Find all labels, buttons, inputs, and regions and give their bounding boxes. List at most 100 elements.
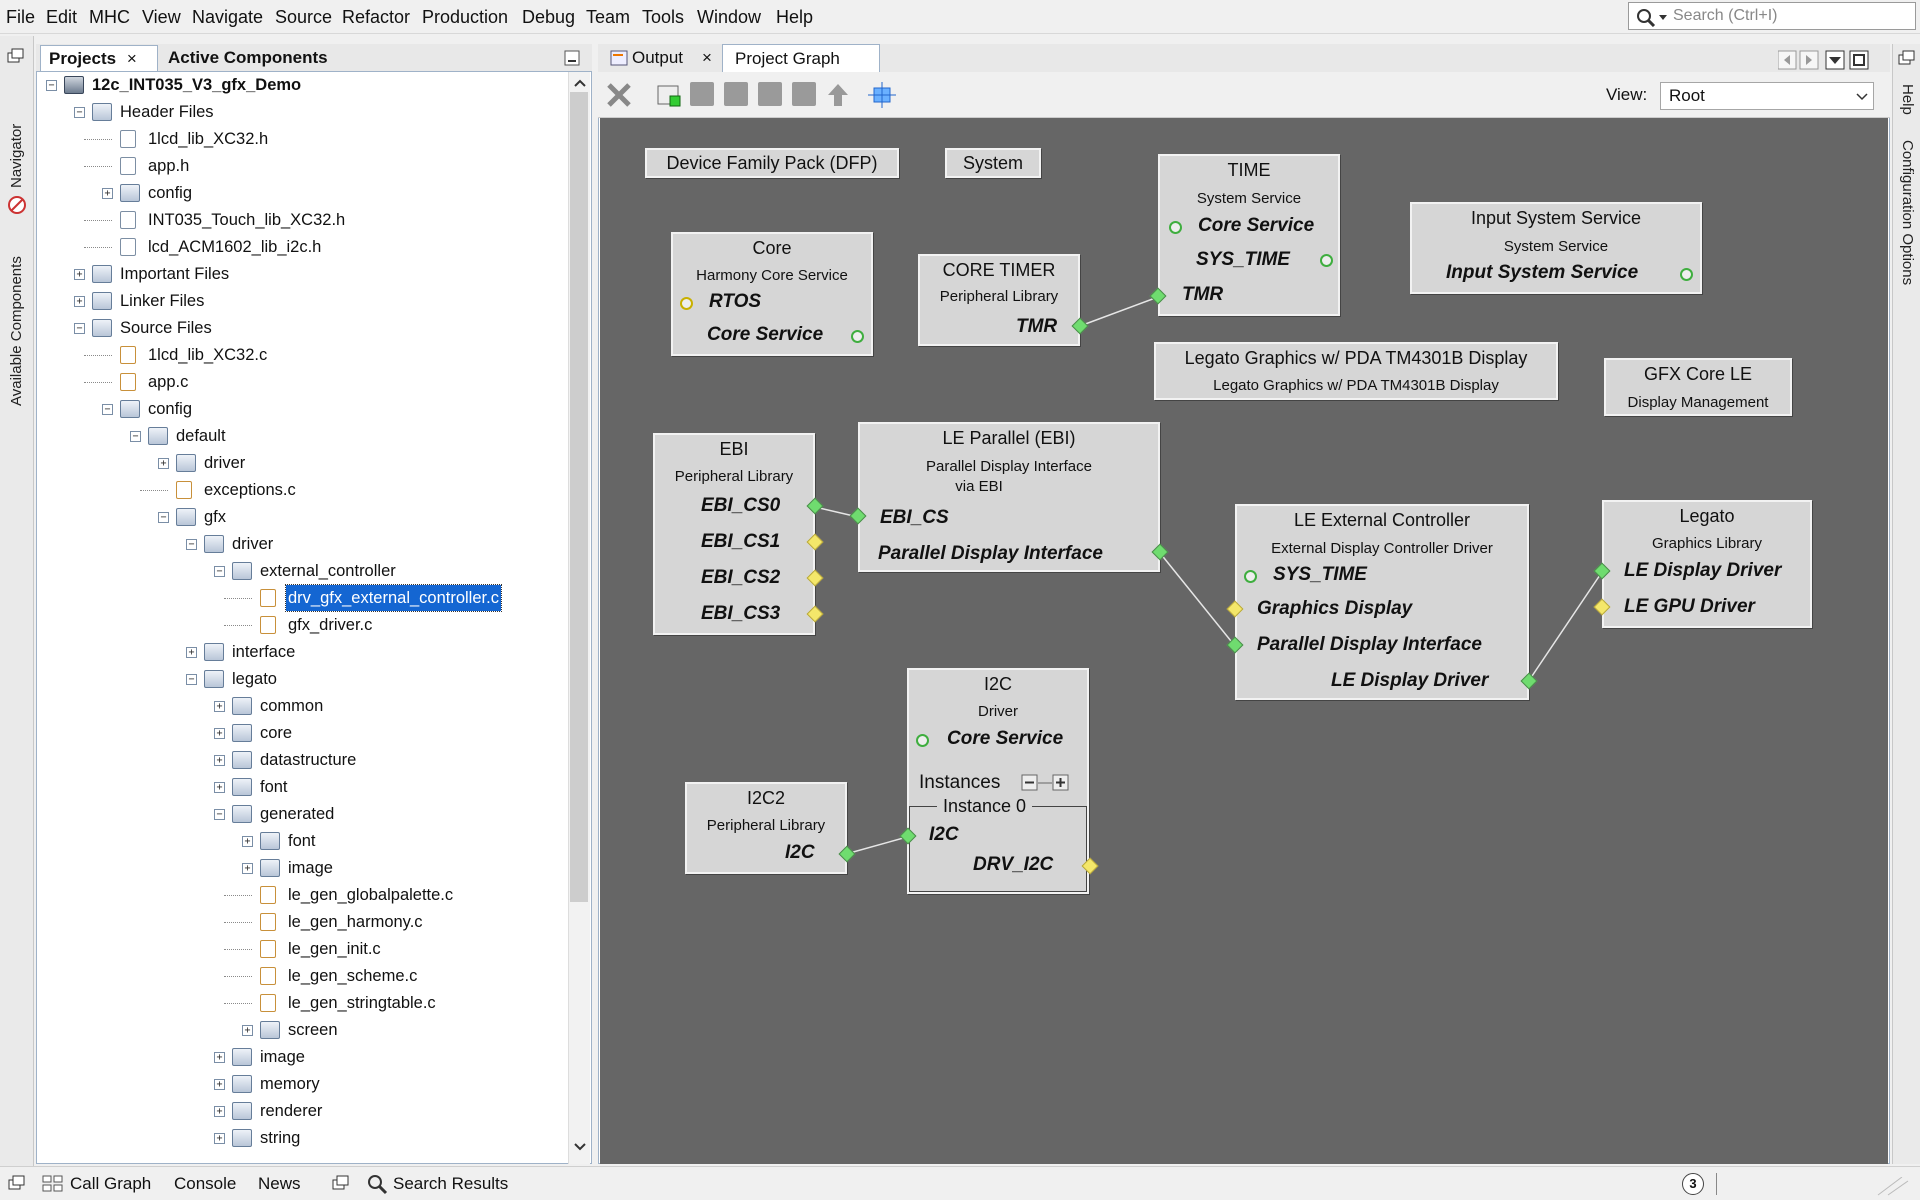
port-dot-sys-time[interactable] [1320, 254, 1333, 267]
collapse-toggle-icon[interactable]: − [186, 539, 197, 550]
menu-file[interactable]: File [6, 7, 36, 27]
tree-item[interactable]: gfx [202, 504, 228, 530]
menu-tools[interactable]: Tools [642, 7, 685, 27]
expand-toggle-icon[interactable]: + [74, 269, 85, 280]
tree-item[interactable]: gfx_driver.c [286, 612, 374, 638]
tab-active-components[interactable]: Active Components [168, 48, 328, 67]
help-tab[interactable]: Help [1899, 84, 1916, 115]
tree-item[interactable]: le_gen_scheme.c [286, 963, 419, 989]
expand-toggle-icon[interactable]: + [214, 1052, 225, 1063]
tab-project-graph[interactable]: Project Graph [722, 44, 880, 72]
tree-item[interactable]: 1lcd_lib_XC32.c [146, 342, 269, 368]
legato-pda-node[interactable]: Legato Graphics w/ PDA TM4301B Display L… [1154, 342, 1558, 400]
remove-instance-icon[interactable] [1021, 774, 1038, 791]
view-select[interactable]: Root [1660, 82, 1874, 110]
call-graph-tab[interactable]: Call Graph [70, 1174, 152, 1193]
up-arrow-icon[interactable] [826, 82, 850, 108]
collapse-toggle-icon[interactable]: − [214, 566, 225, 577]
scroll-up-icon[interactable] [573, 78, 587, 88]
expand-toggle-icon[interactable]: + [186, 647, 197, 658]
notifications-badge[interactable]: 3 [1682, 1173, 1704, 1195]
tree-item[interactable]: INT035_Touch_lib_XC32.h [146, 207, 347, 233]
expand-toggle-icon[interactable]: + [214, 1106, 225, 1117]
align-icon[interactable] [792, 82, 816, 106]
i2c-node[interactable]: I2C Driver Core Service Instances Instan… [907, 668, 1089, 894]
menu-help[interactable]: Help [776, 7, 814, 27]
menu-refactor[interactable]: Refactor [342, 7, 411, 27]
tree-item[interactable]: driver [230, 531, 275, 557]
port-dot-core-service[interactable] [1169, 221, 1182, 234]
menu-source[interactable]: Source [275, 7, 333, 27]
core-timer-node[interactable]: CORE TIMER Peripheral Library TMR [918, 254, 1080, 346]
time-node[interactable]: TIME System Service Core Service SYS_TIM… [1158, 154, 1340, 316]
add-group-icon[interactable] [656, 82, 682, 108]
expand-toggle-icon[interactable]: + [214, 728, 225, 739]
tree-item[interactable]: 12c_INT035_V3_gfx_Demo [90, 72, 303, 98]
menu-window[interactable]: Window [697, 7, 762, 27]
tree-item[interactable]: 1lcd_lib_XC32.h [146, 126, 270, 152]
tree-item[interactable]: legato [230, 666, 279, 692]
search-icon[interactable] [1635, 7, 1669, 27]
add-instance-icon[interactable] [1052, 774, 1069, 791]
news-tab[interactable]: News [258, 1174, 301, 1193]
expand-toggle-icon[interactable]: + [214, 1133, 225, 1144]
tree-item[interactable]: le_gen_harmony.c [286, 909, 425, 935]
restore-window-icon-2[interactable] [332, 1175, 350, 1191]
port-dot-sys-time[interactable] [1244, 570, 1257, 583]
tree-item[interactable]: config [146, 396, 194, 422]
ungroup-icon[interactable] [724, 82, 748, 106]
tree-item[interactable]: generated [258, 801, 336, 827]
expand-toggle-icon[interactable]: + [242, 863, 253, 874]
tab-projects[interactable]: Projects × [40, 45, 158, 71]
delete-icon[interactable] [606, 82, 632, 108]
tree-item[interactable]: app.c [146, 369, 190, 395]
restore-window-icon[interactable] [8, 1175, 26, 1191]
layer-icon[interactable] [758, 82, 782, 106]
search-results-tab[interactable]: Search Results [393, 1174, 509, 1193]
close-icon[interactable]: × [126, 49, 137, 68]
input-system-node[interactable]: Input System Service System Service Inpu… [1410, 202, 1702, 294]
le-external-controller-node[interactable]: LE External Controller External Display … [1235, 504, 1529, 700]
tree-item[interactable]: lcd_ACM1602_lib_i2c.h [146, 234, 323, 260]
legato-node[interactable]: Legato Graphics Library LE Display Drive… [1602, 500, 1812, 628]
expand-toggle-icon[interactable]: + [214, 701, 225, 712]
tree-item[interactable]: app.h [146, 153, 191, 179]
tree-item[interactable]: config [146, 180, 194, 206]
expand-toggle-icon[interactable]: + [214, 1079, 225, 1090]
tree-item[interactable]: Important Files [118, 261, 231, 287]
tree-item[interactable]: Source Files [118, 315, 214, 341]
restore-window-icon[interactable] [1898, 50, 1916, 66]
expand-toggle-icon[interactable]: + [242, 1025, 253, 1036]
tree-item[interactable]: interface [230, 639, 297, 665]
menu-mhc[interactable]: MHC [89, 7, 130, 27]
i2c2-node[interactable]: I2C2 Peripheral Library I2C [685, 782, 847, 874]
collapse-toggle-icon[interactable]: − [102, 404, 113, 415]
menu-edit[interactable]: Edit [46, 7, 78, 27]
expand-toggle-icon[interactable]: + [214, 782, 225, 793]
tree-item[interactable]: Header Files [118, 99, 216, 125]
tree-item[interactable]: font [286, 828, 318, 854]
console-tab[interactable]: Console [174, 1174, 237, 1193]
menu-debug[interactable]: Debug [522, 7, 576, 27]
tree-item[interactable]: drv_gfx_external_controller.c [285, 584, 502, 612]
tree-item[interactable]: common [258, 693, 325, 719]
menu-view[interactable]: View [142, 7, 181, 27]
collapse-toggle-icon[interactable]: − [46, 80, 57, 91]
le-parallel-node[interactable]: LE Parallel (EBI) Parallel Display Inter… [858, 422, 1160, 572]
tree-item[interactable]: string [258, 1125, 302, 1151]
search-input[interactable]: Search (Ctrl+I) [1628, 2, 1916, 30]
collapse-toggle-icon[interactable]: − [214, 809, 225, 820]
tab-output[interactable]: Output × [602, 44, 720, 72]
port-dot-core-service[interactable] [916, 734, 929, 747]
expand-toggle-icon[interactable]: + [102, 188, 113, 199]
maximize-icon[interactable] [1849, 50, 1869, 70]
tree-item[interactable]: default [174, 423, 228, 449]
collapse-toggle-icon[interactable]: − [158, 512, 169, 523]
tree-item[interactable]: driver [202, 450, 247, 476]
group-icon[interactable] [690, 82, 714, 106]
expand-toggle-icon[interactable]: + [242, 836, 253, 847]
tree-item[interactable]: renderer [258, 1098, 324, 1124]
collapse-toggle-icon[interactable]: − [74, 323, 85, 334]
tree-item[interactable]: Linker Files [118, 288, 206, 314]
tree-item[interactable]: image [286, 855, 335, 881]
